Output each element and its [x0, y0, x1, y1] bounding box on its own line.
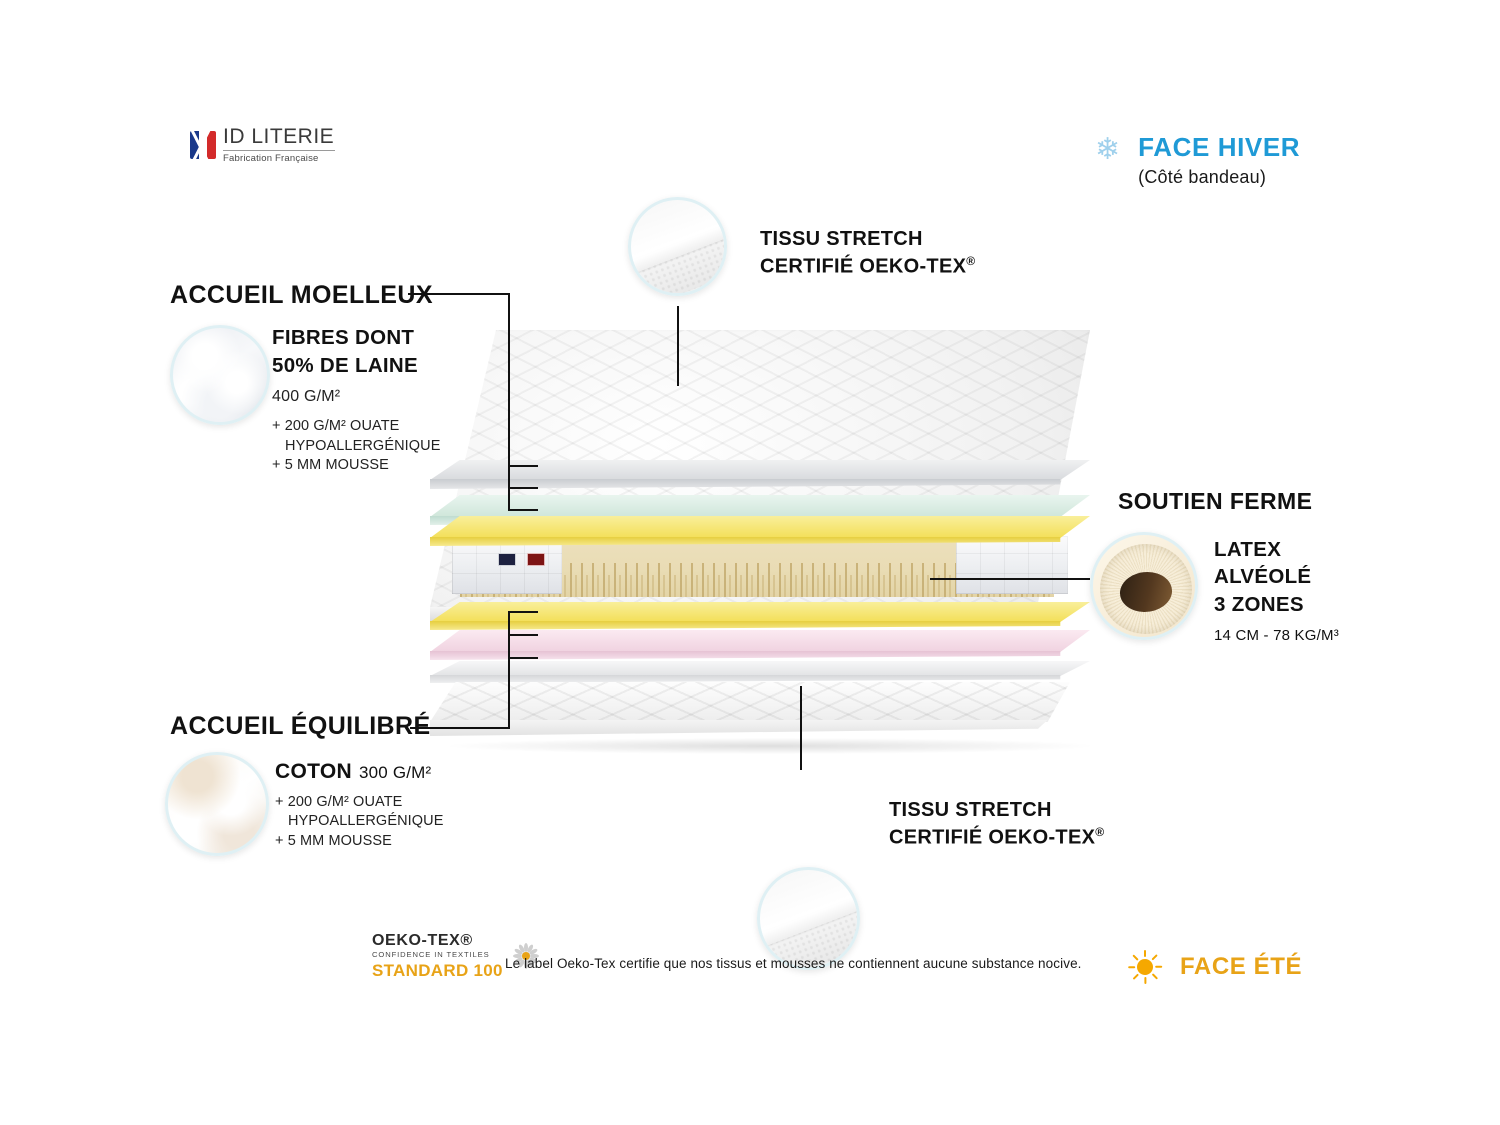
leader-line-tissu-top [677, 306, 679, 386]
tissu-top-line2: CERTIFIÉ OEKO-TEX [760, 255, 967, 278]
tissu-bottom-line1: TISSU STRETCH [889, 799, 1052, 821]
layer-mint-foam [430, 495, 1090, 517]
oeko-line2: CONFIDENCE IN TEXTILES [372, 950, 490, 959]
leader-branch-grey [508, 465, 538, 467]
registered-mark: ® [966, 254, 976, 269]
brand-name: ID LITERIE [223, 125, 335, 148]
coton-extra1: + 200 G/M² OUATE [275, 794, 403, 810]
side-panel-right [956, 536, 1068, 594]
layer-yellow-foam-bottom-edge [430, 621, 1061, 630]
leader-line-latex [930, 578, 1090, 580]
leader-line-moelleux-v [508, 293, 510, 510]
cotton-fiber-photo [165, 752, 269, 856]
latex-line3: 3 ZONES [1214, 592, 1304, 616]
fibres-extra2: HYPOALLERGÉNIQUE [285, 437, 441, 454]
layer-grey-wadding-bottom [430, 661, 1090, 676]
coton-material: COTON [275, 760, 352, 783]
leader-branch-mint [508, 487, 538, 489]
snowflake-icon: ❄ [1095, 133, 1121, 166]
registered-mark: ® [1095, 825, 1105, 840]
layer-yellow-foam-bottom [430, 602, 1090, 622]
fibres-weight: 400 G/M² [272, 388, 341, 406]
coton-extra2: HYPOALLERGÉNIQUE [288, 813, 444, 830]
fibres-extra3: + 5 MM MOUSSE [272, 456, 389, 473]
fibres-extra1: + 200 G/M² OUATE [272, 418, 400, 435]
latex-spec: 14 CM - 78 KG/M³ [1214, 626, 1339, 644]
tissu-bottom-line2: CERTIFIÉ OEKO-TEX [889, 826, 1096, 849]
heading-accueil-equilibre: ACCUEIL ÉQUILIBRÉ [170, 712, 431, 740]
label-tag-navy [498, 553, 516, 566]
callout-latex: LATEX ALVÉOLÉ 3 ZONES 14 CM - 78 KG/M³ [1214, 536, 1394, 644]
leader-line-equilibre-v [508, 611, 510, 729]
latex-line1: LATEX [1214, 538, 1282, 561]
callout-fibres: FIBRES DONT 50% DE LAINE 400 G/M² + 200 … [272, 324, 502, 475]
leader-line-tissu-bottom [800, 686, 802, 770]
sun-icon [1128, 950, 1163, 984]
layer-top-quilted-cover [430, 330, 1090, 622]
oeko-tex-badge: OEKO-TEX® CONFIDENCE IN TEXTILES STANDAR… [372, 933, 539, 979]
callout-tissu-top: TISSU STRETCH CERTIFIÉ OEKO-TEX® [760, 226, 975, 281]
stretch-fabric-photo-top [628, 197, 727, 296]
stretch-fabric-photo-bottom [757, 867, 860, 970]
layer-grey-wadding-bottom-edge [430, 675, 1061, 683]
logo-divider [223, 150, 335, 151]
face-hiver-subtitle: (Côté bandeau) [1138, 167, 1267, 187]
heading-soutien-ferme: SOUTIEN FERME [1118, 488, 1313, 514]
fibres-line2: 50% DE LAINE [272, 353, 418, 377]
layer-yellow-foam-top [430, 516, 1090, 538]
face-ete-badge: FACE ÉTÉ [1128, 950, 1302, 984]
layer-yellow-foam-top-edge [430, 537, 1061, 546]
leader-line-moelleux-h [408, 293, 510, 295]
latex-roll-photo [1090, 532, 1198, 640]
callout-tissu-bottom: TISSU STRETCH CERTIFIÉ OEKO-TEX® [889, 797, 1104, 852]
wool-fiber-photo [170, 325, 270, 425]
leader-branch-yellow-bottom [508, 611, 538, 613]
brand-logo: ID LITERIE Fabrication Française [190, 126, 335, 164]
label-tag-red [527, 553, 545, 566]
leader-branch-pink [508, 634, 538, 636]
oeko-line3: STANDARD 100 [372, 960, 503, 980]
layer-pink-foam [430, 630, 1090, 652]
layer-grey-wadding-edge [430, 479, 1061, 489]
leader-branch-yellow-top [508, 509, 538, 511]
oeko-flower-icon [512, 942, 539, 969]
coton-weight: 300 G/M² [358, 763, 432, 782]
oeko-line1: OEKO-TEX® [372, 932, 473, 949]
coton-extra3: + 5 MM MOUSSE [275, 832, 392, 849]
tissu-top-line1: TISSU STRETCH [760, 228, 923, 250]
heading-accueil-moelleux: ACCUEIL MOELLEUX [170, 281, 433, 309]
face-ete-title: FACE ÉTÉ [1180, 953, 1303, 980]
leader-line-equilibre-h [410, 727, 510, 729]
brand-tagline: Fabrication Française [223, 153, 319, 164]
fibres-line1: FIBRES DONT [272, 326, 415, 349]
face-hiver-title: FACE HIVER [1138, 132, 1301, 162]
leader-branch-grey-bottom [508, 657, 538, 659]
layer-bottom-quilted-cover [430, 682, 1090, 740]
layer-pink-foam-edge [430, 651, 1061, 660]
face-hiver-badge: ❄ FACE HIVER (Côté bandeau) [1095, 134, 1300, 188]
callout-coton: COTON 300 G/M² + 200 G/M² OUATE HYPOALLE… [275, 760, 520, 851]
oeko-tex-caption: Le label Oeko-Tex certifie que nos tissu… [505, 956, 1082, 971]
mattress-exploded-diagram [430, 330, 1090, 754]
latex-line2: ALVÉOLÉ [1214, 565, 1312, 589]
layer-grey-wadding [430, 460, 1090, 480]
french-flag-icon [190, 130, 216, 159]
drop-shadow [450, 738, 1090, 754]
